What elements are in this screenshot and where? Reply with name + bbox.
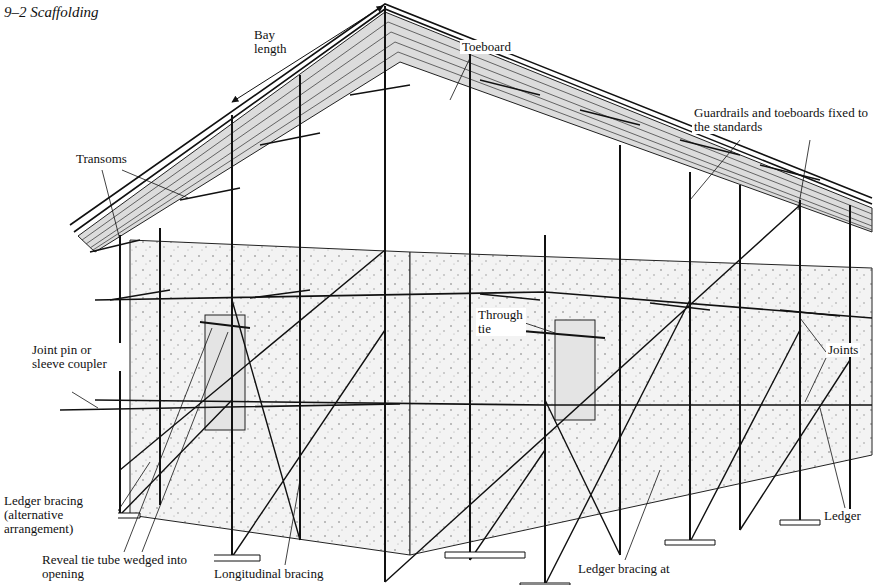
part-label: Longitudinal bracing	[212, 567, 325, 581]
part-label: Toeboard	[460, 40, 513, 54]
part-label: Joints	[826, 343, 860, 357]
window-opening	[205, 315, 245, 430]
part-label: Through tie	[476, 308, 526, 336]
part-label: Bay length	[252, 28, 300, 56]
figure-title: 9–2 Scaffolding	[2, 4, 101, 21]
ledgers	[60, 292, 872, 410]
part-label: Ledger	[822, 509, 863, 523]
bracing	[120, 205, 850, 585]
part-label: Transoms	[74, 152, 129, 166]
deck-boards	[82, 22, 872, 250]
tie-tubes	[200, 322, 605, 338]
part-label: Ledger bracing at	[576, 562, 672, 576]
leader-lines	[72, 58, 845, 565]
part-label: Ledger bracing (alternative arrangement)	[2, 494, 118, 536]
building-wall	[130, 240, 410, 555]
dimension-line	[232, 6, 383, 102]
part-label: Guardrails and toeboards fixed to the st…	[692, 106, 874, 134]
standards	[120, 6, 850, 585]
part-label: Joint pin or sleeve coupler	[30, 343, 124, 371]
part-label: Reveal tie tube wedged into opening	[40, 553, 214, 581]
